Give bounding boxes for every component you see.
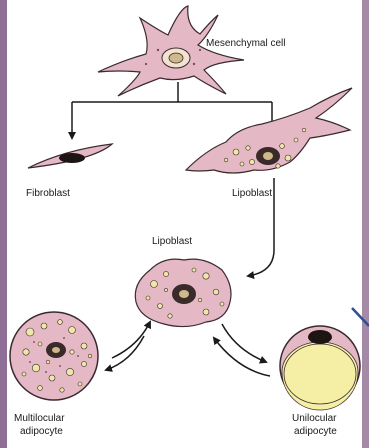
label-lipoblast-top: Lipoblast xyxy=(232,188,272,200)
label-lipoblast-center: Lipoblast xyxy=(152,236,192,248)
left-page-edge xyxy=(0,0,7,448)
label-fibroblast: Fibroblast xyxy=(26,188,70,200)
multilocular-adipocyte xyxy=(10,312,98,400)
label-unilocular-line2: adipocyte xyxy=(294,426,337,438)
label-multilocular-line2: adipocyte xyxy=(20,426,63,438)
right-page-edge xyxy=(362,0,369,448)
label-unilocular-line1: Unilocular xyxy=(292,413,336,425)
unilocular-adipocyte xyxy=(280,326,360,410)
label-multilocular-line1: Multilocular xyxy=(14,413,65,425)
label-mesenchymal-cell: Mesenchymal cell xyxy=(206,38,285,50)
